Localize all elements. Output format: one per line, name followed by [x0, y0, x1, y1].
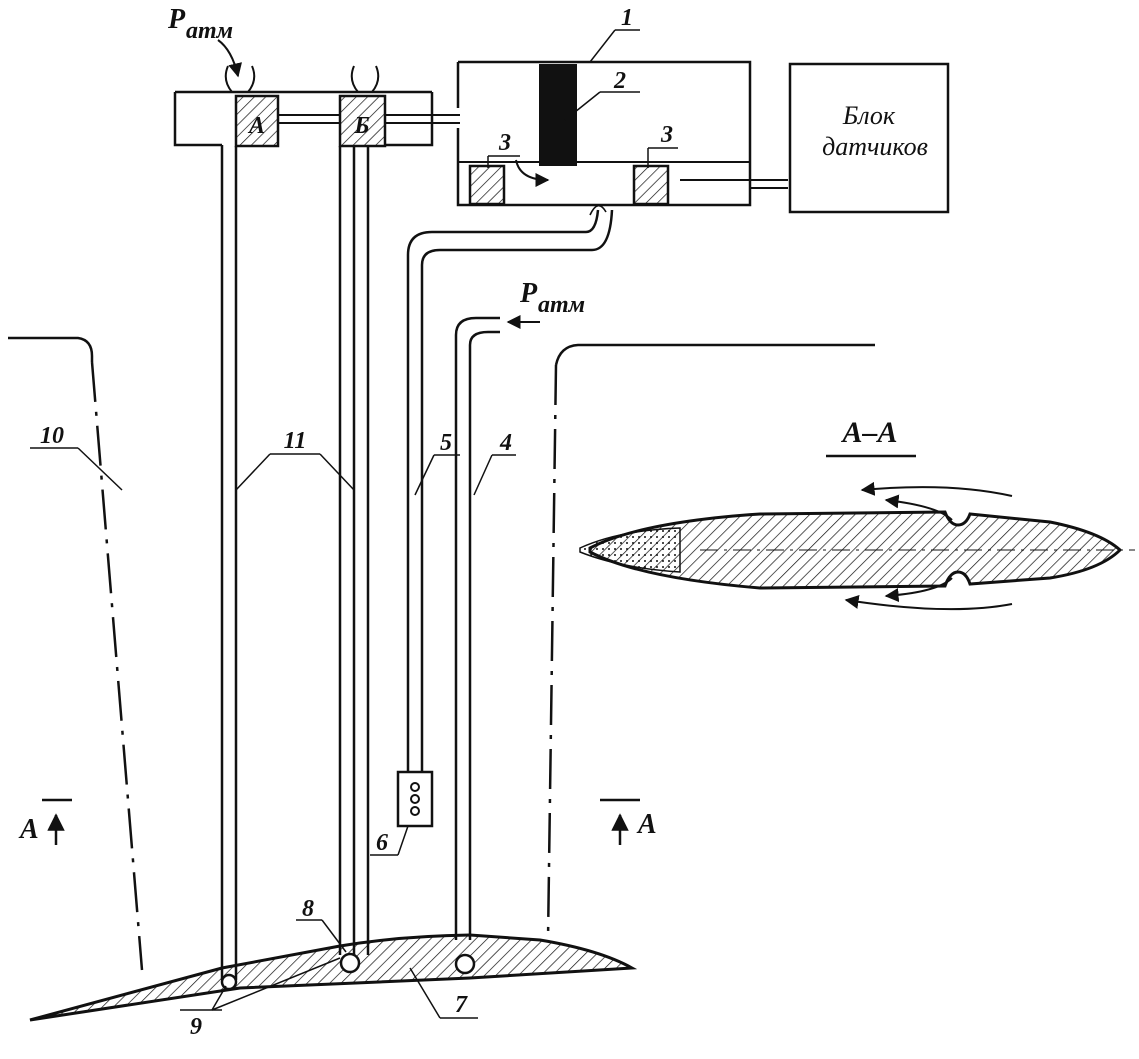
svg-text:датчиков: датчиков: [822, 132, 928, 161]
section-title: А–А: [840, 416, 897, 449]
section-marker-right: А: [600, 798, 657, 845]
svg-text:3: 3: [660, 122, 673, 148]
svg-text:атм: атм: [186, 18, 233, 44]
sensor-block: Блок датчиков: [788, 62, 950, 214]
port-b-label: Б: [353, 113, 369, 139]
svg-text:7: 7: [455, 992, 468, 1018]
svg-text:атм: атм: [538, 292, 585, 318]
svg-text:6: 6: [376, 830, 388, 856]
svg-text:3: 3: [498, 130, 511, 156]
section-marker-left: А: [18, 798, 72, 845]
callout-8: 8: [296, 896, 347, 953]
blade-outline: [8, 336, 875, 971]
element-3-right: [632, 164, 670, 206]
port-b-block: [338, 94, 387, 148]
svg-text:1: 1: [621, 5, 633, 31]
callout-10: 10: [30, 423, 123, 491]
svg-text:А: А: [18, 814, 39, 845]
svg-text:8: 8: [302, 896, 314, 922]
patm-right-label: P атм: [506, 278, 585, 329]
tube-5: [406, 204, 614, 772]
groove-outlet: [454, 953, 476, 975]
section-a-a: А–А: [579, 416, 1135, 611]
svg-text:P: P: [519, 278, 538, 309]
callout-1: 1: [589, 5, 640, 63]
port-a-block: [234, 94, 280, 148]
callout-7: 7: [409, 967, 478, 1019]
port-left: [220, 973, 238, 991]
svg-text:P: P: [167, 4, 186, 35]
callout-3-left: 3: [487, 130, 520, 168]
port-a-label: А: [247, 113, 265, 139]
callout-5: 5: [414, 430, 460, 496]
svg-text:10: 10: [40, 423, 64, 449]
callout-4: 4: [473, 430, 516, 496]
callout-6: 6: [370, 825, 409, 856]
manifold: А Б: [173, 65, 460, 148]
sensor-6: [396, 770, 434, 828]
airfoil-7: [29, 933, 638, 1022]
port-8: [339, 952, 361, 974]
svg-text:4: 4: [499, 430, 512, 456]
callout-3-right: 3: [647, 122, 678, 168]
svg-text:2: 2: [613, 68, 626, 94]
patm-top-label: P атм: [167, 4, 242, 78]
element-3-left: [468, 164, 506, 206]
svg-text:5: 5: [440, 430, 452, 456]
svg-text:11: 11: [284, 428, 307, 454]
callout-9: 9: [180, 957, 341, 1040]
svg-text:А: А: [636, 809, 657, 840]
svg-text:9: 9: [190, 1014, 202, 1040]
callout-2: 2: [564, 68, 640, 121]
svg-text:Блок: Блок: [842, 101, 896, 130]
tube-4: [454, 316, 500, 940]
tubes-11: [220, 145, 370, 980]
callout-11: 11: [235, 428, 355, 491]
